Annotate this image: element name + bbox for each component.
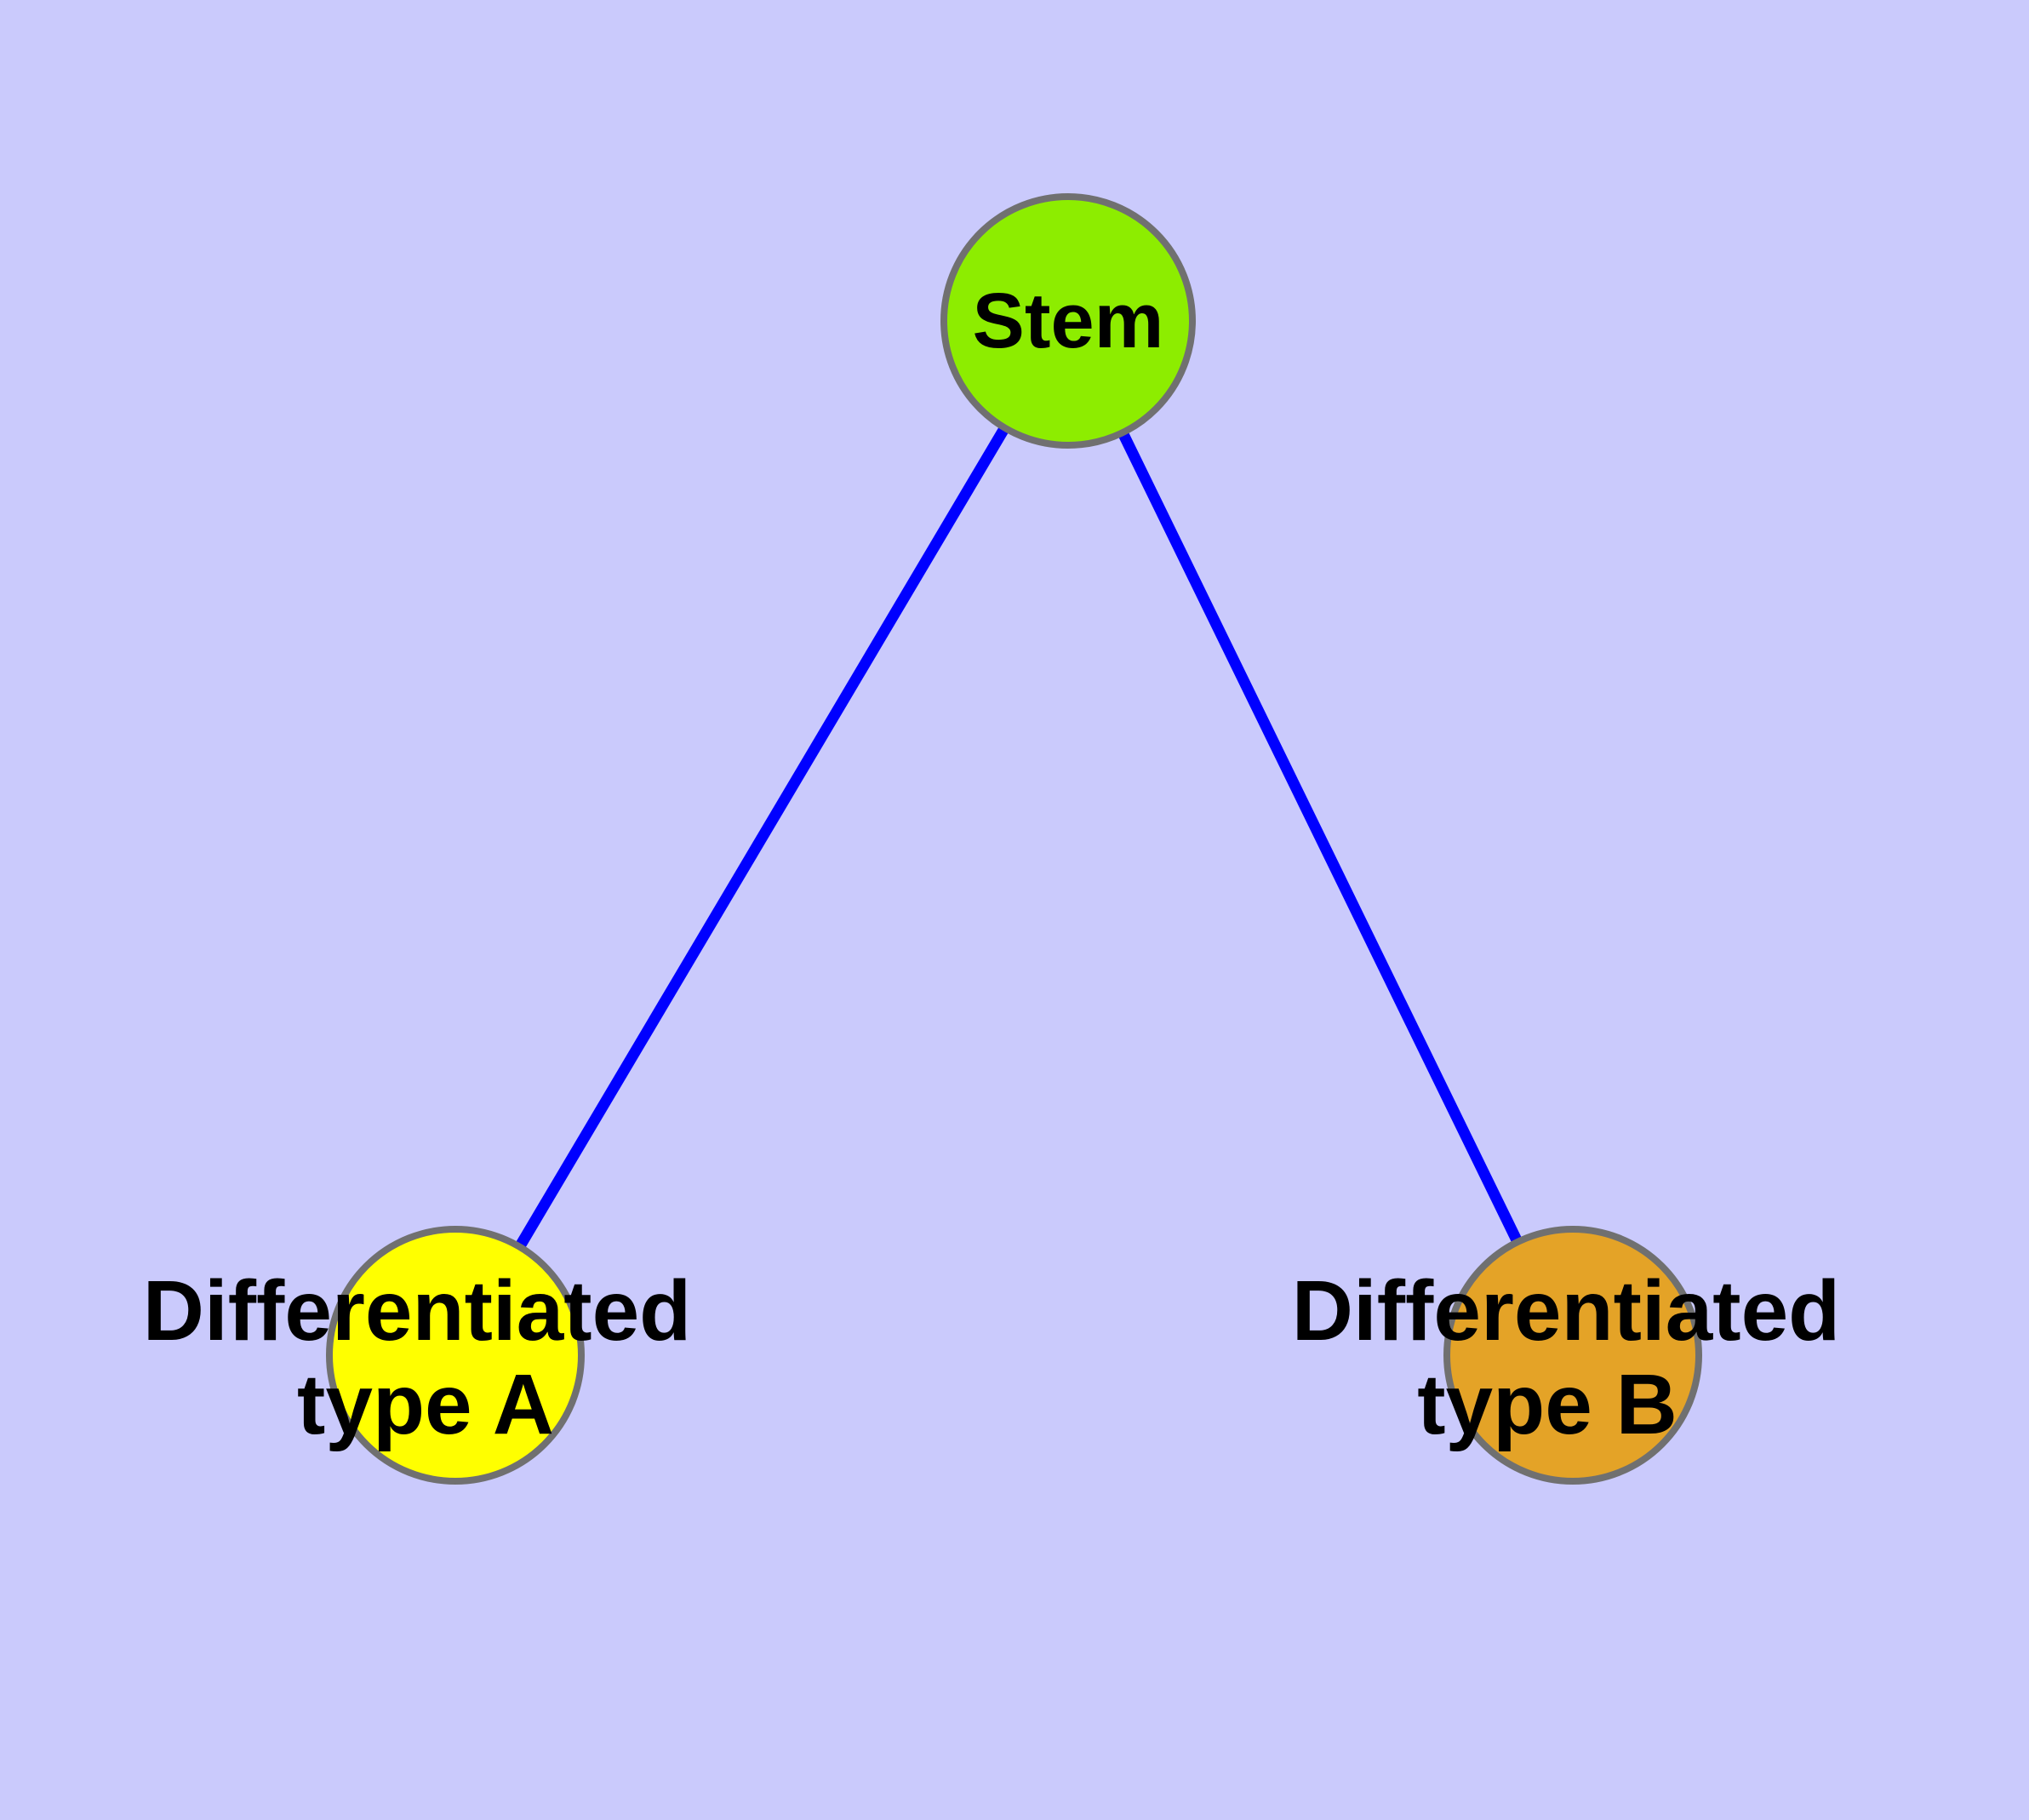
node-type-b-label-line2: type B [1417, 1357, 1677, 1452]
node-type-a-label-line2: type A [297, 1357, 554, 1452]
node-type-a-label-line1: Differentiated [143, 1263, 692, 1359]
edge-stem-to-type-b [1063, 318, 1578, 1358]
node-type-b-label-line1: Differentiated [1292, 1263, 1841, 1359]
node-type-a-circle [326, 1226, 585, 1485]
node-stem-circle [940, 193, 1196, 449]
node-stem-label: Stem [973, 278, 1164, 364]
node-differentiated-type-b: Differentiated type B [1292, 1226, 1841, 1485]
node-type-b-circle [1443, 1226, 1702, 1485]
edge-stem-to-type-a [450, 318, 1073, 1359]
node-stem: Stem [940, 193, 1196, 449]
node-differentiated-type-a: Differentiated type A [143, 1226, 692, 1485]
